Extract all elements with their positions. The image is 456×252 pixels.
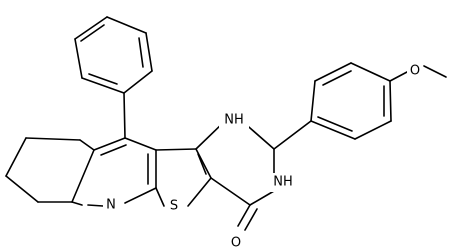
cyclopentane-ring bbox=[5, 137, 95, 203]
amine-nh-top-label: NH bbox=[224, 113, 244, 128]
methoxyphenyl-ring bbox=[273, 62, 447, 150]
dihydropyrimidinone-ring bbox=[195, 120, 275, 231]
thiophene-s-label: S bbox=[170, 199, 178, 214]
methoxy-o-label: O bbox=[410, 64, 420, 79]
thiophene-ring bbox=[155, 148, 212, 207]
pyridine-n-label: N bbox=[106, 198, 116, 213]
amine-nh-bottom-label: NH bbox=[273, 175, 293, 190]
carbonyl-o-label: O bbox=[231, 236, 241, 251]
phenyl-ring bbox=[74, 16, 153, 139]
atom-labels: N S NH NH O O bbox=[103, 62, 423, 252]
